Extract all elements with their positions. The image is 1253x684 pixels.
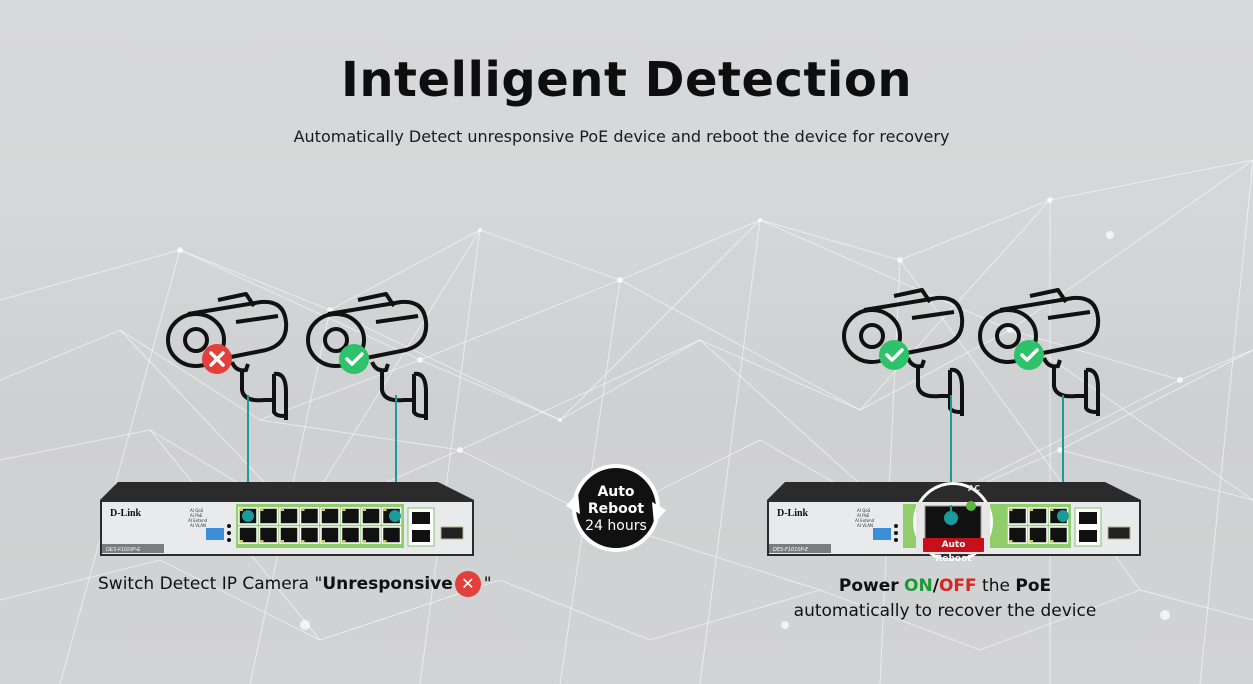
ethernet-port xyxy=(1028,526,1048,544)
brand-logo: D-Link xyxy=(777,508,809,519)
dip-label: AI Extend xyxy=(188,518,208,523)
cable-connector xyxy=(389,510,401,522)
ethernet-port xyxy=(1028,507,1048,525)
caption-the: the xyxy=(982,576,1010,596)
ethernet-port xyxy=(320,526,340,544)
poe-switch: D-Link DES-F1010P-E AI QoS AI PoE AI Ext… xyxy=(100,482,474,556)
brand-logo: D-Link xyxy=(110,508,142,519)
caption-suffix: " xyxy=(483,574,492,594)
auto-reboot-badge: Auto Reboot 24 hours xyxy=(566,462,666,554)
cable-line xyxy=(395,395,397,515)
ethernet-port xyxy=(1048,526,1069,544)
cable-line xyxy=(1062,395,1064,515)
caption-poe: PoE xyxy=(1015,576,1052,596)
model-label: DES-F1010P-E xyxy=(773,547,809,553)
cable-line xyxy=(950,395,952,515)
cable-end xyxy=(950,505,952,515)
reboot-interval: 24 hours xyxy=(585,518,647,534)
caption-slash: / xyxy=(932,576,939,596)
check-circle-icon xyxy=(339,344,369,374)
camera-unresponsive xyxy=(166,292,289,422)
dip-label: AI VLAN xyxy=(190,523,206,528)
x-circle-icon: ✕ xyxy=(454,571,481,597)
dip-switch[interactable] xyxy=(873,528,891,540)
camera-ok xyxy=(306,292,429,422)
ethernet-port xyxy=(299,507,320,525)
ethernet-port xyxy=(361,526,381,544)
page-subtitle: Automatically Detect unresponsive PoE de… xyxy=(293,127,950,146)
ethernet-port xyxy=(381,526,402,544)
model-label: DES-F1010P-E xyxy=(106,547,141,553)
port-label: AC xyxy=(968,484,980,493)
ethernet-port xyxy=(258,526,279,544)
cycle-arrows-icon xyxy=(566,464,666,552)
dip-label: AI Extend xyxy=(855,518,875,523)
cable-connector xyxy=(944,511,958,525)
caption-off: OFF xyxy=(938,576,977,596)
ethernet-port xyxy=(1007,526,1028,544)
page-title: Intelligent Detection xyxy=(340,52,913,108)
caption-line2: automatically to recover the device xyxy=(793,601,1097,621)
reboot-line1: Auto xyxy=(597,484,635,500)
auto-reboot-tag: Auto Reboot xyxy=(923,538,984,564)
cable-connector xyxy=(242,510,254,522)
caption-bold: Unresponsive xyxy=(322,574,453,594)
ethernet-port xyxy=(279,526,299,544)
ethernet-port xyxy=(1007,507,1028,525)
ethernet-port xyxy=(320,507,340,525)
ethernet-port xyxy=(238,526,258,544)
port-block xyxy=(236,504,404,548)
dip-label: AI PoE xyxy=(857,513,870,518)
check-circle-icon xyxy=(879,340,909,370)
right-caption: Power ON/OFF the PoE automatically to re… xyxy=(780,574,1110,624)
ethernet-port xyxy=(279,507,299,525)
dip-label: AI QoS xyxy=(857,508,871,513)
ethernet-port xyxy=(299,526,320,544)
dip-label: AI VLAN xyxy=(857,523,873,528)
reboot-line2: Reboot xyxy=(587,501,645,517)
left-caption: Switch Detect IP Camera "Unresponsive✕" xyxy=(98,571,492,597)
check-circle-icon xyxy=(1014,340,1044,370)
cable-connector xyxy=(1057,510,1069,522)
dip-switch[interactable] xyxy=(206,528,224,540)
ethernet-port xyxy=(361,507,381,525)
dip-label: AI PoE xyxy=(190,513,203,518)
camera-ok xyxy=(978,288,1101,418)
ethernet-port xyxy=(340,507,361,525)
caption-on: ON xyxy=(904,576,933,596)
x-circle-icon xyxy=(202,344,232,374)
dip-label: AI QoS xyxy=(190,508,204,513)
ethernet-port xyxy=(258,507,279,525)
cable-line xyxy=(247,395,249,515)
caption-prefix: Switch Detect IP Camera " xyxy=(98,574,323,594)
ethernet-port xyxy=(340,526,361,544)
caption-power: Power xyxy=(838,576,899,596)
camera-ok xyxy=(842,288,965,418)
